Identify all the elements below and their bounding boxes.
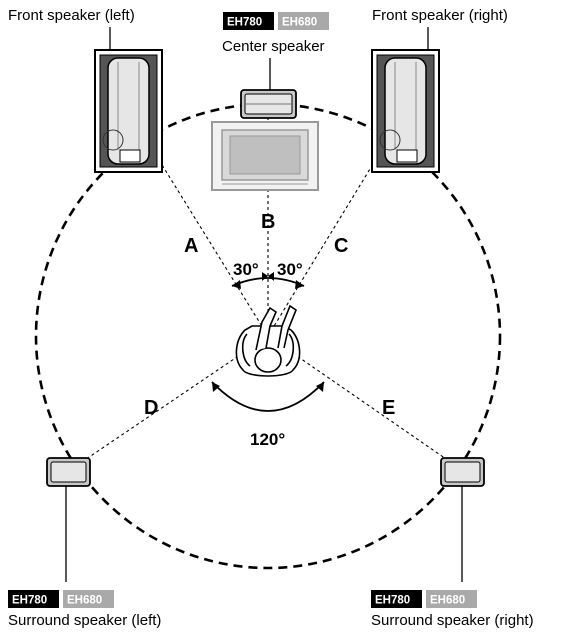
badge-light-right [426, 590, 477, 608]
badge-light-left-text: EH680 [67, 595, 102, 607]
badge-light-center-text: EH680 [282, 17, 317, 29]
badge-light-right-text: EH680 [430, 595, 465, 607]
badges-center: EH780 EH680 [223, 12, 329, 30]
badge-dark-right-text: EH780 [375, 595, 410, 607]
surround-right-speaker-icon [440, 457, 485, 487]
badge-dark-center-text: EH780 [227, 17, 262, 29]
center-speaker-icon [240, 89, 297, 119]
line-a [127, 109, 269, 337]
rear-angle-arc [211, 381, 325, 412]
caption-front-left: Front speaker (left) [8, 7, 135, 24]
badges-surround-right: EH780 EH680 [371, 590, 477, 608]
angle-label-rear: 120° [250, 430, 285, 449]
distance-label-e: E [382, 397, 395, 419]
distance-label-c: C [334, 235, 348, 257]
line-d [69, 335, 269, 471]
badge-dark-left-text: EH780 [12, 595, 47, 607]
front-right-speaker-icon [371, 49, 440, 173]
listener-icon [235, 304, 301, 377]
badges-surround-left: EH780 EH680 [8, 590, 114, 608]
front-left-speaker-icon [94, 49, 163, 173]
surround-left-speaker-icon [46, 457, 91, 487]
angle-arrowheads [212, 272, 324, 392]
angle-label-right: 30° [277, 260, 303, 279]
listening-circle [34, 102, 502, 570]
distance-label-a: A [184, 235, 198, 257]
badge-dark-center [223, 12, 274, 30]
caption-surround-right: Surround speaker (right) [371, 612, 534, 629]
angle-label-left: 30° [233, 260, 259, 279]
badge-light-center [278, 12, 329, 30]
tv-icon [211, 121, 319, 191]
leader-lines [65, 27, 463, 582]
distance-label-d: D [144, 397, 158, 419]
badge-dark-left [8, 590, 59, 608]
caption-center: Center speaker [222, 38, 325, 55]
caption-surround-left: Surround speaker (left) [8, 612, 161, 629]
distance-label-b: B [261, 211, 275, 233]
badge-dark-right [371, 590, 422, 608]
badge-light-left [63, 590, 114, 608]
caption-front-right: Front speaker (right) [372, 7, 508, 24]
line-c [267, 109, 407, 337]
